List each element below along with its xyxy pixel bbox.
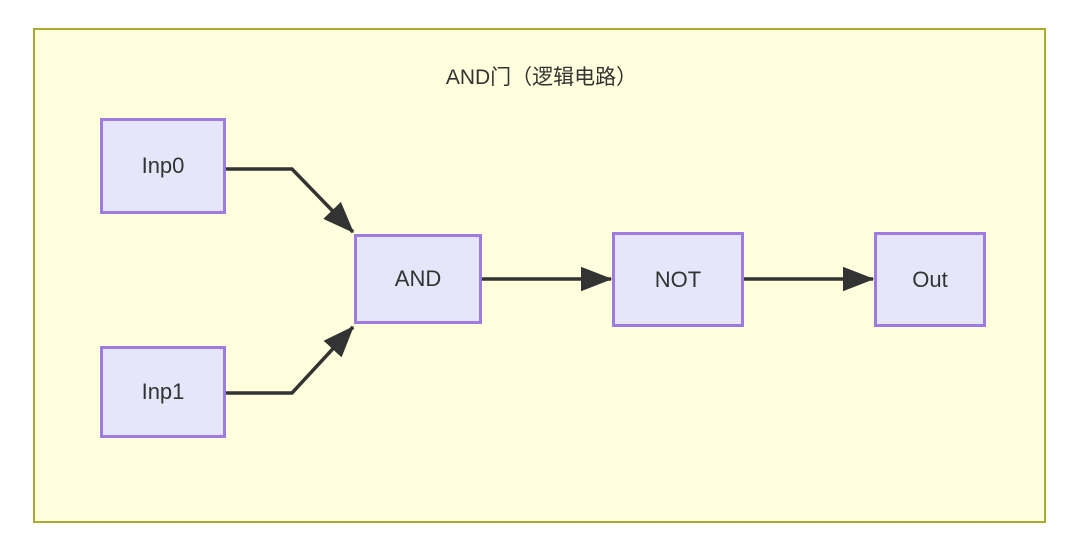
node-out[interactable]: Out [874,232,986,327]
diagram-title: AND门（逻辑电路） [445,66,638,89]
node-and[interactable]: AND [354,234,482,324]
node-inp1-label: Inp1 [141,379,185,404]
node-not[interactable]: NOT [612,232,744,327]
node-out-label: Out [912,266,948,292]
edge-inp1-to-and [226,325,355,395]
node-inp1[interactable]: Inp1 [100,346,226,438]
node-inp0[interactable]: Inp0 [100,118,226,214]
node-inp0-label: Inp0 [141,153,185,178]
node-and-label: AND [394,266,442,291]
node-not-label: NOT [654,266,702,292]
diagram-frame: AND门（逻辑电路） Inp0 Inp1 AND [33,28,1046,523]
edge-inp0-to-and [226,167,355,234]
